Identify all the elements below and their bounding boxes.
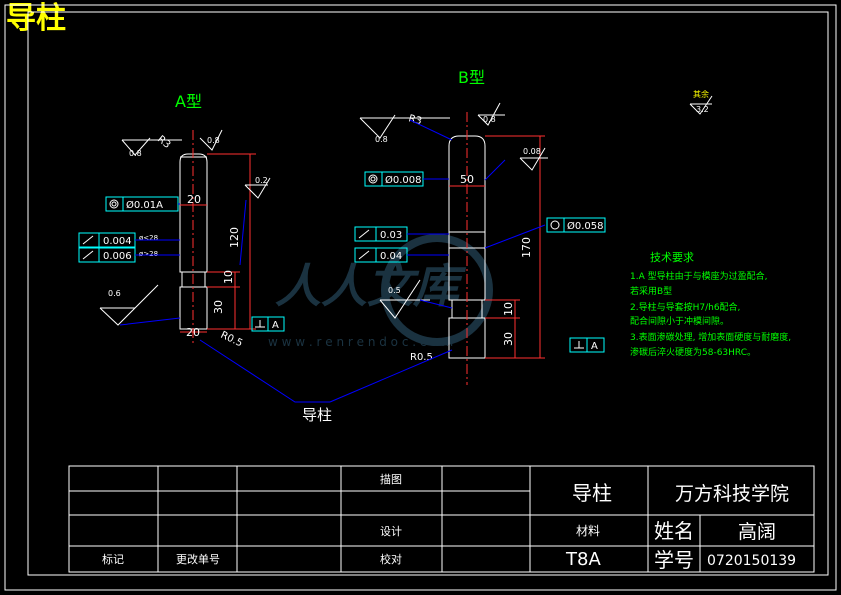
a-runout-1: 0.004	[103, 236, 132, 247]
tech-req-item: 配合间隙小于冲模间隙。	[630, 315, 729, 327]
b-ra-08-2: 0.8	[483, 115, 496, 124]
tech-req-item: 3.表面渗碳处理, 增加表面硬度与耐磨度,	[630, 331, 791, 343]
tb-change-label: 更改单号	[176, 552, 220, 566]
a-r3: R3	[155, 134, 172, 151]
other-value: 3.2	[696, 105, 709, 114]
other-label: 其余	[693, 89, 709, 99]
b-coax2-value: Ø0.058	[567, 220, 604, 232]
outer-frame	[4, 4, 837, 591]
a-dim-120: 120	[228, 227, 241, 248]
tech-req-item: 1.A 型导柱由于与模座为过盈配合,	[630, 270, 767, 282]
tb-school: 万方科技学院	[675, 483, 789, 505]
a-leaders	[119, 203, 181, 326]
b-ra-08-1: 0.8	[375, 135, 388, 144]
a-dim-20b: 20	[186, 326, 200, 339]
tb-mark-label: 标记	[102, 552, 124, 566]
b-coax-value: Ø0.008	[385, 174, 422, 186]
view-a-label: A型	[175, 92, 202, 111]
a-coax-value: Ø0.01A	[126, 199, 163, 211]
b-roughness-symbols	[359, 95, 713, 319]
watermark-url: w w w . r e n r e n d o c . c o m	[268, 335, 453, 349]
tech-req-item: 2.导柱与导套按H7/h6配合,	[630, 301, 740, 313]
b-dim-10: 10	[502, 302, 515, 316]
b-runout-4: 0.04	[380, 251, 402, 262]
a-dim-30: 30	[212, 300, 225, 314]
a-dim-20: 20	[187, 193, 201, 206]
a-ra-08-1: 0.8	[129, 149, 142, 158]
tb-check-label: 校对	[380, 552, 402, 566]
tb-id-value: 0720150139	[707, 553, 796, 569]
tb-material-label: 材料	[576, 524, 600, 538]
tb-part-name: 导柱	[572, 481, 612, 505]
a-ra-06: 0.6	[108, 289, 121, 298]
inner-frame	[27, 11, 829, 576]
watermark: 人人文库 w w w . r e n r e n d o c . c o m	[268, 234, 493, 349]
b-ra-05: 0.5	[388, 286, 401, 295]
b-runout-3: 0.03	[380, 230, 402, 241]
a-roughness-symbols	[99, 129, 271, 326]
a-datum-label: A	[272, 320, 279, 331]
tb-material-value: T8A	[565, 549, 601, 570]
tb-id-label: 学号	[654, 548, 694, 572]
b-leaders	[239, 119, 546, 309]
a-runout-2: 0.006	[103, 251, 132, 262]
b-datum-label: A	[591, 341, 598, 352]
b-dim-50: 50	[460, 173, 474, 186]
view-b-label: B型	[458, 68, 485, 87]
a-dim-10: 10	[222, 270, 235, 284]
b-ra-008: 0.08	[523, 147, 541, 156]
b-datum-frame	[569, 337, 605, 353]
b-r05: R0.5	[410, 352, 433, 363]
b-dimension-lines	[449, 135, 545, 359]
b-coaxial-frame-2	[546, 217, 606, 233]
tb-design-label: 设计	[380, 525, 402, 538]
a-ra-08-2: 0.8	[207, 136, 220, 145]
leader-label: 导柱	[302, 406, 332, 424]
tech-req-item: 渗碳后淬火硬度为58-63HRC。	[630, 346, 756, 358]
a-datum-frame	[251, 316, 285, 332]
b-dim-30: 30	[502, 332, 515, 346]
a-dimension-lines	[180, 153, 256, 333]
a-dim-lt28: ø<28	[139, 234, 158, 242]
tb-name-label: 姓名	[654, 519, 694, 543]
tb-draw-label: 描图	[380, 472, 402, 486]
title-block	[68, 465, 815, 573]
tech-req-title: 技术要求	[650, 251, 694, 264]
page-title: 导柱	[6, 1, 66, 36]
tech-req-item: 若采用B型	[630, 285, 672, 297]
a-dim-gt28: ø>28	[139, 250, 158, 258]
tb-name-value: 高阔	[738, 521, 776, 543]
leader-guide-pillar	[199, 339, 453, 403]
a-ra-02: 0.2	[255, 176, 268, 185]
a-r05: R0.5	[219, 330, 244, 350]
b-dim-170: 170	[520, 237, 533, 258]
